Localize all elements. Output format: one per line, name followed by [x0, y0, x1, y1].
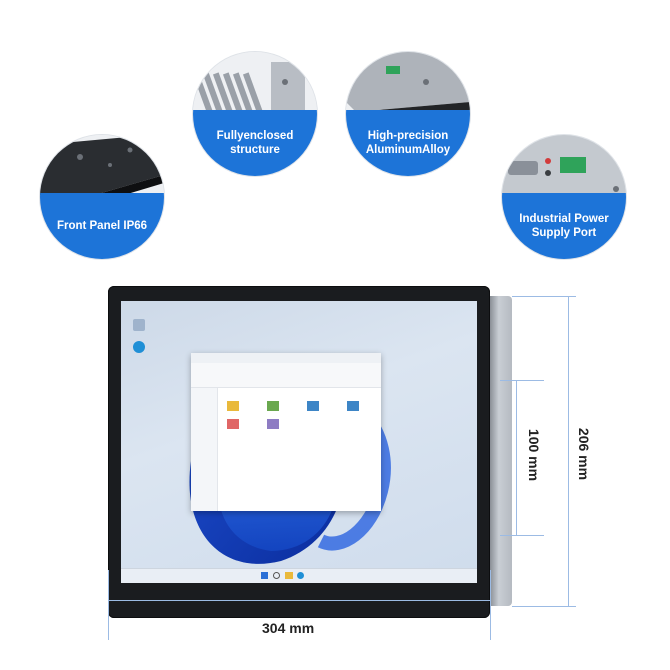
- width-dimension-line: [108, 600, 490, 601]
- folder-icon[interactable]: [267, 419, 279, 429]
- recycle-bin-icon[interactable]: [133, 319, 145, 331]
- folder-icon[interactable]: [267, 401, 279, 411]
- start-icon[interactable]: [261, 572, 268, 579]
- feature-fully-enclosed: Fullyenclosed structure: [193, 52, 317, 176]
- feature-power-port: Industrial Power Supply Port: [502, 135, 626, 259]
- feature-label-bar: High-precision AluminumAlloy: [346, 110, 470, 176]
- edge-browser-icon[interactable]: [133, 341, 145, 353]
- mount-dimension-label: 100 mm: [526, 428, 542, 482]
- file-explorer-window[interactable]: [191, 353, 381, 511]
- height-dimension-line: [568, 296, 569, 606]
- window-titlebar[interactable]: [191, 353, 381, 363]
- height-dimension-tick-top: [512, 296, 576, 297]
- feature-front-panel-ip66: Front Panel IP66: [40, 135, 164, 259]
- edge-taskbar-icon[interactable]: [297, 572, 304, 579]
- feature-label-bar: Industrial Power Supply Port: [502, 193, 626, 259]
- feature-label-bar: Front Panel IP66: [40, 193, 164, 259]
- search-icon[interactable]: [273, 572, 280, 579]
- feature-aluminum-alloy: High-precision AluminumAlloy: [346, 52, 470, 176]
- feature-label: High-precision AluminumAlloy: [365, 130, 451, 156]
- height-dimension-tick-bottom: [512, 606, 576, 607]
- file-explorer-taskbar-icon[interactable]: [285, 572, 293, 579]
- monitor-side-housing: [490, 296, 512, 606]
- width-dimension-tick-right: [490, 570, 491, 640]
- mount-dimension-line: [516, 380, 517, 535]
- monitor-screen: [121, 301, 477, 583]
- mount-dimension-tick-top: [500, 380, 544, 381]
- height-dimension-label: 206 mm: [576, 427, 592, 481]
- window-ribbon[interactable]: [191, 363, 381, 388]
- window-navigation-pane[interactable]: [191, 388, 218, 511]
- taskbar[interactable]: [121, 568, 477, 583]
- width-dimension-label: 304 mm: [262, 620, 315, 636]
- width-dimension-tick-left: [108, 570, 109, 640]
- mount-dimension-tick-bottom: [500, 535, 544, 536]
- folder-icon[interactable]: [307, 401, 319, 411]
- feature-label: Front Panel IP66: [56, 220, 148, 232]
- feature-label: Industrial Power Supply Port: [519, 213, 609, 239]
- folder-icon[interactable]: [227, 401, 239, 411]
- feature-label-bar: Fullyenclosed structure: [193, 110, 317, 176]
- folder-icon[interactable]: [347, 401, 359, 411]
- folder-icon[interactable]: [227, 419, 239, 429]
- feature-label: Fullyenclosed structure: [216, 130, 294, 156]
